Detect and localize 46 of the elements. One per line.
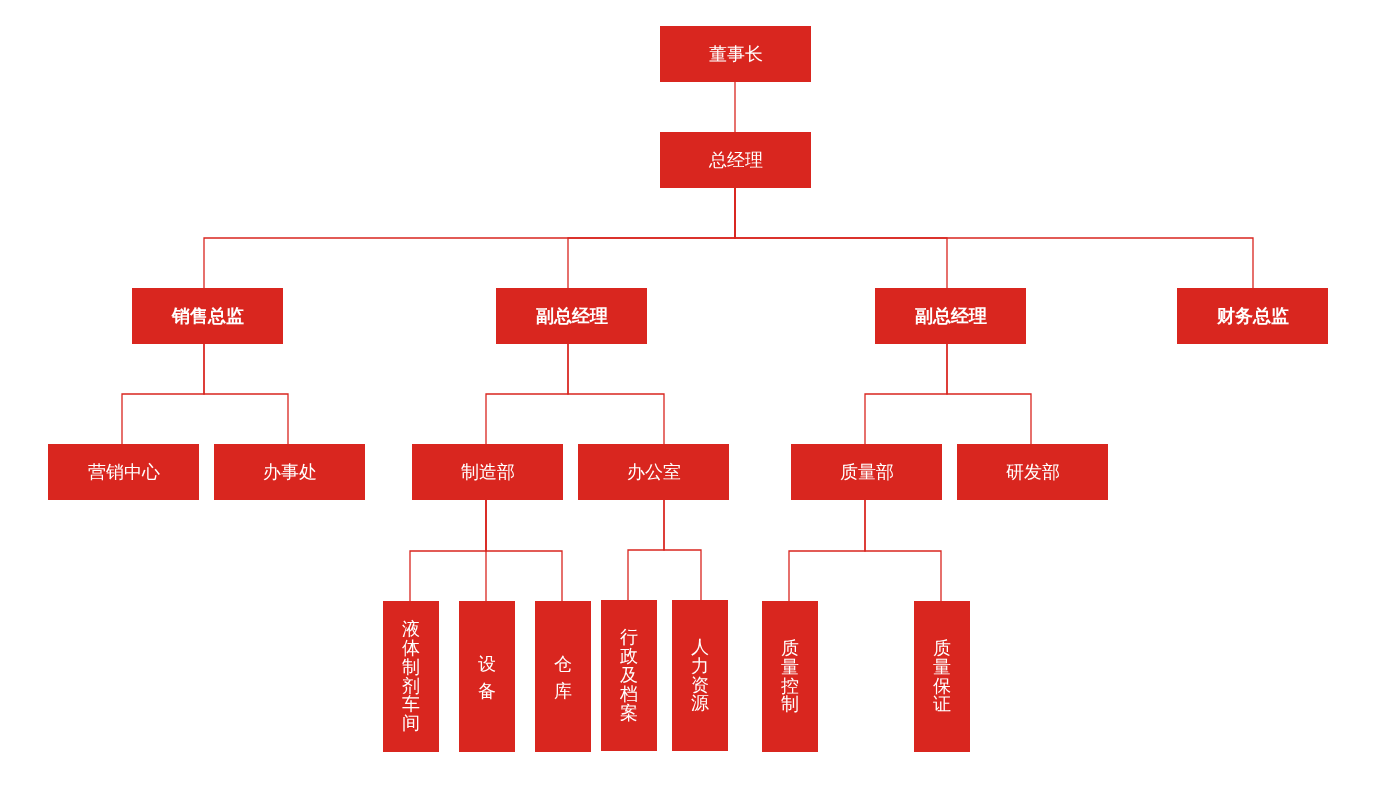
box-label: 董事长 — [708, 44, 763, 64]
box-label: 质量部 — [839, 462, 894, 482]
org-box — [660, 132, 811, 188]
org-box — [875, 288, 1026, 344]
org-box — [957, 444, 1108, 500]
org-box — [762, 601, 818, 752]
box-label: 人力资源 — [690, 637, 710, 714]
org-box — [914, 601, 970, 752]
connector-line — [567, 343, 665, 445]
connector-line — [946, 343, 1032, 445]
box-label: 销售总监 — [171, 306, 244, 326]
org-box — [1177, 288, 1328, 344]
box-label: 副总经理 — [535, 306, 608, 326]
org-box — [459, 601, 515, 752]
box-label: 设备 — [477, 651, 497, 703]
connector-line — [734, 81, 736, 133]
box-label: 质量控制 — [780, 638, 800, 715]
box-label: 营销中心 — [87, 462, 160, 482]
org-box — [48, 444, 199, 500]
connector-line — [485, 499, 563, 602]
org-box — [214, 444, 365, 500]
box-label: 制造部 — [460, 462, 515, 482]
org-box — [383, 601, 439, 752]
box-label: 液体制剂车间 — [401, 619, 421, 734]
org-box — [672, 600, 728, 751]
org-box — [660, 26, 811, 82]
org-box — [535, 601, 591, 752]
org-box — [412, 444, 563, 500]
box-label: 研发部 — [1005, 462, 1060, 482]
org-box — [601, 600, 657, 751]
box-label: 财务总监 — [1216, 306, 1289, 326]
connector-line — [203, 343, 289, 445]
connector-line — [864, 499, 942, 602]
box-label: 副总经理 — [914, 306, 987, 326]
org-box — [132, 288, 283, 344]
box-label: 办公室 — [626, 462, 681, 482]
org-box — [578, 444, 729, 500]
box-label: 质量保证 — [932, 638, 952, 715]
box-label: 仓库 — [553, 651, 573, 703]
org-box — [496, 288, 647, 344]
box-label: 总经理 — [708, 150, 763, 170]
connector-line — [734, 187, 1254, 289]
connector-line — [663, 499, 702, 601]
box-label: 办事处 — [262, 462, 317, 482]
box-label: 行政及档案 — [619, 628, 639, 723]
org-box — [791, 444, 942, 500]
